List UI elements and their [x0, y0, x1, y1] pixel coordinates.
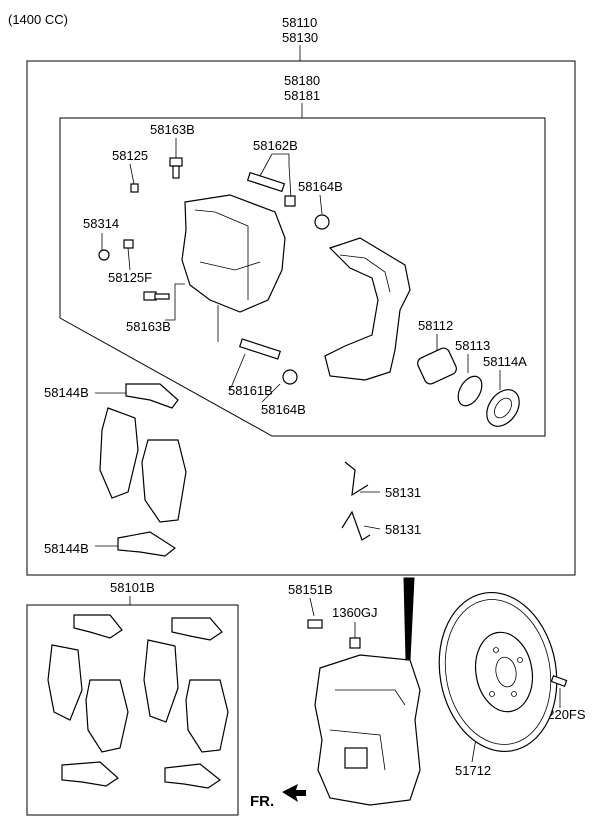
part-label-51712[interactable]: 51712	[455, 763, 491, 778]
part-label-58131-a[interactable]: 58131	[385, 485, 421, 500]
part-label-58101B[interactable]: 58101B	[110, 580, 155, 595]
part-label-58114A[interactable]: 58114A	[483, 354, 527, 369]
variant-label: (1400 CC)	[8, 12, 68, 27]
bolt-58163B-top	[169, 157, 183, 179]
part-label-58161B[interactable]: 58161B	[228, 383, 273, 398]
part-label-58113[interactable]: 58113	[455, 338, 490, 353]
part-label-58112[interactable]: 58112	[418, 318, 453, 333]
bolt-58163B-bottom	[143, 291, 170, 301]
part-label-58130[interactable]: 58130	[282, 30, 318, 45]
bolt-58151B	[307, 619, 323, 629]
front-arrow-icon	[282, 784, 306, 802]
part-label-1360GJ[interactable]: 1360GJ	[332, 605, 378, 620]
boot-58164B-bottom	[282, 369, 298, 385]
caliper-body	[181, 194, 286, 313]
brake-pad-outer	[99, 407, 139, 499]
part-label-58144B-bottom[interactable]: 58144B	[44, 541, 89, 556]
part-label-58164B-bottom[interactable]: 58164B	[261, 402, 306, 417]
subassembly-frame-58180	[59, 117, 546, 437]
dust-shield-edge	[403, 577, 415, 661]
anti-squeal-shim-top	[125, 383, 179, 409]
seal-58113	[457, 375, 483, 407]
bleeder-58125	[130, 183, 139, 193]
part-label-58144B-top[interactable]: 58144B	[44, 385, 89, 400]
part-label-58163B-bottom[interactable]: 58163B	[126, 319, 171, 334]
guide-pin-58162B	[246, 171, 296, 207]
spring-58131-b	[341, 510, 371, 541]
brake-pad-inner	[141, 439, 187, 523]
part-label-58131-b[interactable]: 58131	[385, 522, 421, 537]
part-label-58164B-top[interactable]: 58164B	[298, 179, 343, 194]
pad-kit-parts	[47, 614, 229, 789]
guide-pin-58161B	[238, 338, 282, 360]
screw-1220FS	[550, 675, 568, 687]
spring-58131-a	[344, 461, 369, 497]
front-direction-label: FR.	[250, 793, 274, 810]
brake-disc-51712	[438, 591, 558, 753]
caliper-bracket	[324, 237, 411, 381]
part-label-58125F[interactable]: 58125F	[108, 270, 152, 285]
anti-squeal-shim-bottom	[117, 531, 177, 557]
part-label-58125[interactable]: 58125	[112, 148, 148, 163]
part-label-58110[interactable]: 58110	[282, 15, 317, 30]
part-label-58151B[interactable]: 58151B	[288, 582, 333, 597]
piston-58112	[417, 347, 457, 385]
part-label-58181[interactable]: 58181	[284, 88, 320, 103]
leader-lines	[95, 45, 561, 763]
part-label-58180[interactable]: 58180	[284, 73, 320, 88]
part-label-58314[interactable]: 58314	[83, 216, 119, 231]
bolt-1360GJ	[349, 637, 361, 649]
cap-58314	[98, 249, 110, 261]
boot-58114A	[486, 389, 520, 427]
bleeder-58125F	[123, 239, 134, 249]
pad-kit-frame-58101B	[26, 604, 239, 816]
assembly-frame-58110	[26, 60, 576, 576]
boot-58164B-top	[314, 214, 330, 230]
part-label-58163B-top[interactable]: 58163B	[150, 122, 195, 137]
caliper-assembly	[307, 619, 421, 806]
part-label-58162B[interactable]: 58162B	[253, 138, 298, 153]
